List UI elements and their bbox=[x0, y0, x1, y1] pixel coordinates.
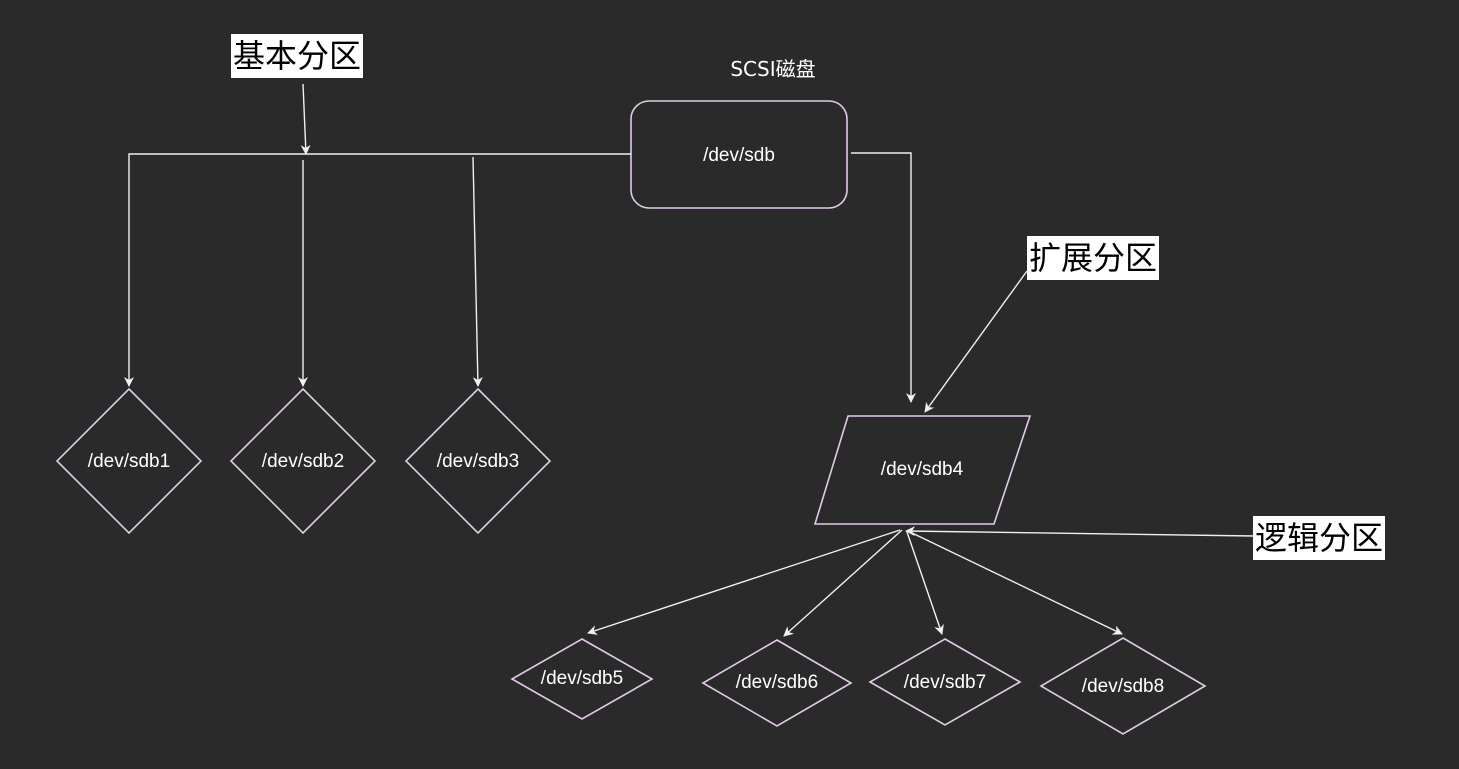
partition-label-sdb1: /dev/sdb1 bbox=[88, 451, 170, 472]
partition-node-sdb5[interactable]: /dev/sdb5 bbox=[510, 638, 654, 720]
partition-node-sdb8[interactable]: /dev/sdb8 bbox=[1039, 637, 1207, 735]
connector-bus bbox=[124, 153, 631, 387]
partition-label-sdb4: /dev/sdb4 bbox=[881, 459, 964, 480]
partition-label-sdb7: /dev/sdb7 bbox=[904, 672, 986, 693]
partition-node-sdb3[interactable]: /dev/sdb3 bbox=[404, 387, 552, 535]
connector-sdb5 bbox=[587, 529, 901, 635]
primary-annotation-arrow bbox=[300, 83, 311, 155]
connector-sdb3 bbox=[472, 156, 483, 387]
partition-label-sdb2: /dev/sdb2 bbox=[262, 451, 344, 472]
extended-partition-label: 扩展分区 bbox=[1027, 236, 1160, 280]
partition-label-sdb3: /dev/sdb3 bbox=[437, 451, 519, 472]
disk-node-sdb[interactable]: /dev/sdb bbox=[630, 100, 848, 209]
disk-title: SCSI磁盘 bbox=[730, 57, 815, 81]
partition-node-sdb2[interactable]: /dev/sdb2 bbox=[229, 387, 377, 535]
logical-partition-label: 逻辑分区 bbox=[1253, 516, 1386, 560]
logical-annotation-arrow bbox=[905, 526, 1255, 537]
extended-annotation-arrow bbox=[924, 270, 1028, 413]
connector-sdb6 bbox=[783, 529, 903, 637]
connector-sdb8 bbox=[909, 531, 1123, 635]
partition-node-sdb4[interactable]: /dev/sdb4 bbox=[813, 415, 1032, 525]
partition-node-sdb7[interactable]: /dev/sdb7 bbox=[868, 638, 1022, 726]
connector-sdb7 bbox=[906, 531, 944, 635]
partition-label-sdb6: /dev/sdb6 bbox=[736, 672, 818, 693]
partition-label-sdb5: /dev/sdb5 bbox=[541, 668, 623, 689]
primary-partition-label: 基本分区 bbox=[231, 34, 364, 78]
partition-node-sdb1[interactable]: /dev/sdb1 bbox=[55, 387, 203, 535]
connector-sdb4 bbox=[851, 152, 916, 403]
disk-node-label: /dev/sdb bbox=[703, 145, 775, 166]
partition-label-sdb8: /dev/sdb8 bbox=[1082, 676, 1164, 697]
partition-node-sdb6[interactable]: /dev/sdb6 bbox=[701, 639, 853, 727]
